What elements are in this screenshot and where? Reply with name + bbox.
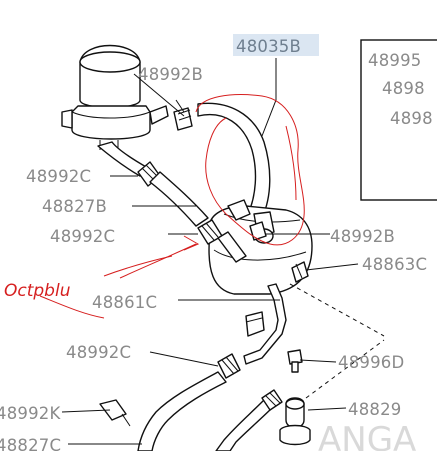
label-4898-a: 4898 [382, 79, 425, 98]
inset-box: 48995 4898 4898 [360, 39, 437, 201]
label-48992B-top: 48992B [138, 65, 203, 84]
label-48992B-right: 48992B [330, 227, 395, 246]
watermark-text: ANGA [318, 420, 416, 451]
pipe-48861C [243, 283, 287, 365]
clamp-48992C-lower [217, 353, 241, 379]
red-annotations: Octpblu [4, 94, 305, 319]
bracket-48861C [245, 311, 265, 337]
label-48035B-group: 48035B [233, 34, 319, 56]
label-48992C-upper: 48992C [26, 167, 91, 186]
label-48827C: 48827C [0, 436, 61, 451]
bolt-48996D [287, 349, 303, 373]
label-48829: 48829 [348, 400, 402, 419]
clip-48992K [99, 399, 131, 427]
grommet-48829 [279, 397, 311, 446]
clamp-48992B-top [173, 99, 193, 131]
label-4898-b: 4898 [390, 109, 433, 128]
pipe-lower-right [215, 399, 275, 451]
inset-frame [360, 39, 437, 201]
fitting-threaded [261, 389, 283, 411]
hose-48035B [197, 102, 271, 219]
label-48861C: 48861C [92, 293, 157, 312]
red-loop-scribble [195, 94, 305, 246]
handwritten-note: Octpblu [4, 281, 71, 301]
label-48995: 48995 [368, 51, 422, 70]
hose-48827B [149, 171, 209, 227]
label-48992C-lower: 48992C [66, 343, 131, 362]
label-48992K: 48992K [0, 404, 61, 423]
label-48996D: 48996D [338, 353, 404, 372]
label-highlight [233, 34, 319, 56]
red-arrow-line [119, 243, 197, 279]
label-48863C: 48863C [362, 255, 427, 274]
hose-48827C [137, 371, 227, 451]
label-48827B: 48827B [42, 197, 107, 216]
hose-pump-inlet-stub [217, 231, 247, 263]
label-48035B: 48035B [236, 37, 301, 56]
reservoir-tank [61, 44, 169, 150]
label-48992C-middle: 48992C [50, 227, 115, 246]
